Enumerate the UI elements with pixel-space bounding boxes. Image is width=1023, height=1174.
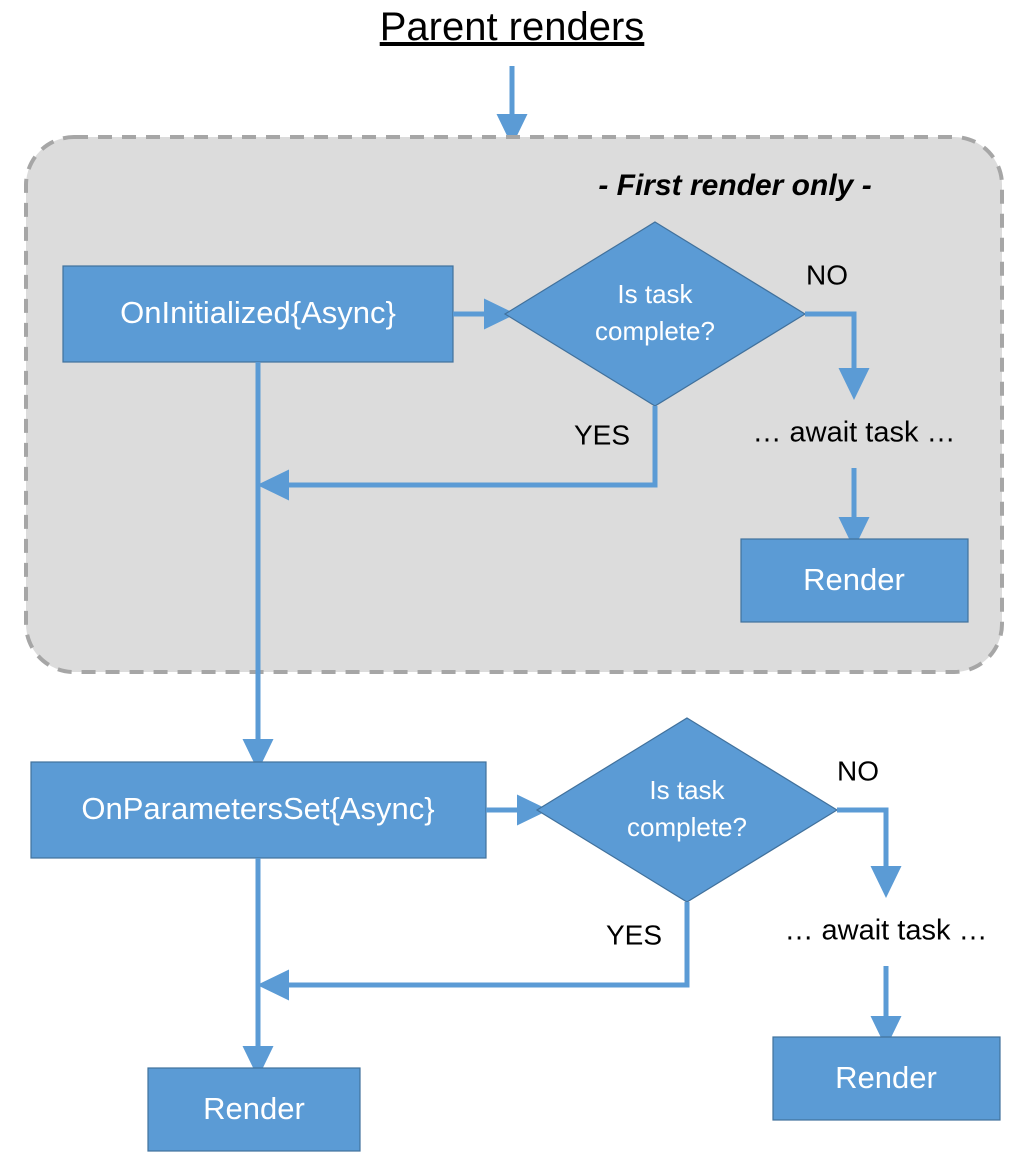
node-on-initialized[interactable]	[62, 265, 454, 363]
connector-no-top	[805, 311, 870, 400]
edge-label-no-bottom: NO	[837, 755, 879, 786]
first-render-panel-label: - First render only -	[598, 169, 871, 202]
edge-label-no-top: NO	[806, 259, 848, 290]
connector-yes-top	[257, 406, 658, 501]
await-task-top: … await task …	[752, 417, 955, 449]
node-render-bottom-left-label: Render	[203, 1091, 305, 1126]
edge-label-yes-top: YES	[574, 419, 630, 450]
connector-yes-bottom	[257, 902, 690, 1001]
node-render-bottom-left[interactable]	[147, 1067, 361, 1152]
node-render-bottom-right-label: Render	[835, 1060, 937, 1095]
decision-top-label-line2: complete?	[595, 316, 715, 346]
node-render-top[interactable]	[740, 538, 969, 623]
decision-bottom-label-line2: complete?	[627, 812, 747, 842]
edge-label-yes-bottom: YES	[606, 919, 662, 950]
page-title: Parent renders	[380, 5, 645, 49]
node-render-top-label: Render	[803, 562, 905, 597]
node-render-bottom-right[interactable]	[772, 1036, 1001, 1121]
node-on-parameters-set-label: OnParametersSet{Async}	[81, 791, 434, 826]
node-on-parameters-set[interactable]	[30, 761, 487, 859]
connector-no-bottom	[837, 807, 902, 898]
await-task-bottom: … await task …	[784, 915, 987, 947]
decision-bottom-label-line1: Is task	[649, 775, 725, 805]
decision-bottom-is-task-complete[interactable]	[535, 717, 839, 903]
node-on-initialized-label: OnInitialized{Async}	[120, 295, 396, 330]
decision-top-label-line1: Is task	[617, 279, 693, 309]
